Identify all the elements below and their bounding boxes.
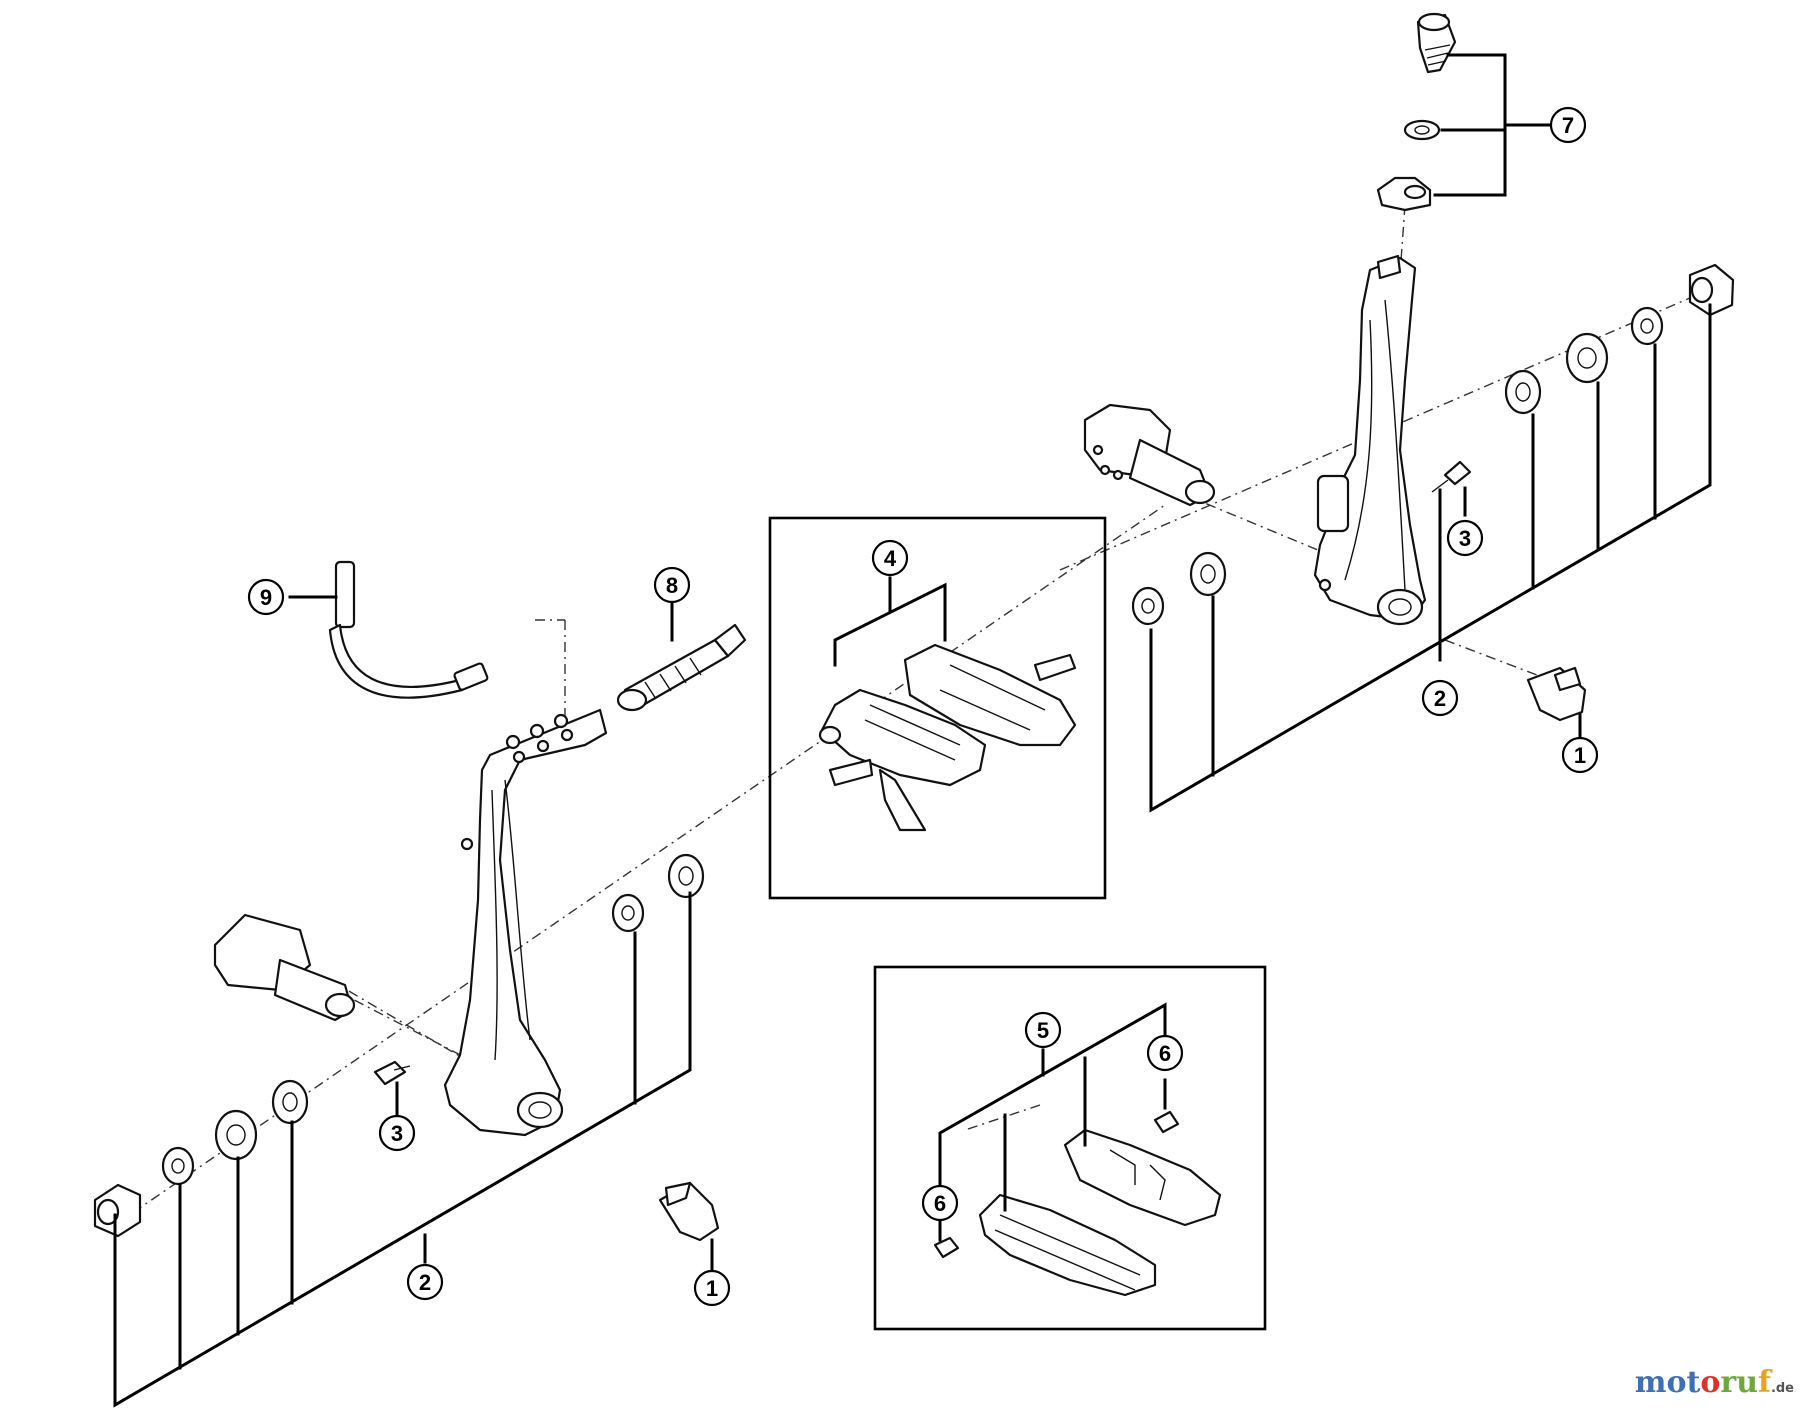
svg-text:9: 9 xyxy=(260,585,272,610)
svg-text:2: 2 xyxy=(1434,686,1446,711)
svg-text:2: 2 xyxy=(419,1270,431,1295)
callout-cart-5: 5 xyxy=(1024,1011,1062,1049)
left-cable-noodle xyxy=(328,560,489,699)
callout-right-3: 3 xyxy=(1446,519,1484,557)
svg-text:8: 8 xyxy=(666,573,678,598)
svg-text:6: 6 xyxy=(934,1191,946,1216)
svg-text:6: 6 xyxy=(1159,1041,1171,1066)
brake-pads xyxy=(818,643,1077,832)
callout-top-7: 7 xyxy=(1549,106,1587,144)
right-mount-boss xyxy=(1083,403,1216,507)
motoruf-logo: motoruf.de xyxy=(1634,1365,1794,1400)
left-leader-lines xyxy=(113,595,714,1408)
left-hardware xyxy=(93,853,720,1242)
pad-box xyxy=(768,516,1107,900)
right-leader-lines xyxy=(1149,53,1712,813)
svg-text:1: 1 xyxy=(1574,743,1586,768)
callout-spring-8: 8 xyxy=(653,566,691,604)
callout-pad-4: 4 xyxy=(871,539,909,577)
callout-left-2: 2 xyxy=(406,1263,444,1301)
svg-text:3: 3 xyxy=(1459,526,1471,551)
left-mount-boss xyxy=(213,913,356,1022)
callout-right-1: 1 xyxy=(1561,736,1599,774)
callout-left-1: 1 xyxy=(693,1269,731,1307)
callout-cart-6a: 6 xyxy=(921,1184,959,1222)
left-boot-spring xyxy=(616,623,747,712)
callout-cart-6b: 6 xyxy=(1146,1034,1184,1072)
left-brake-arm xyxy=(443,708,608,1137)
callout-right-2: 2 xyxy=(1421,679,1459,717)
svg-text:7: 7 xyxy=(1562,113,1574,138)
callout-left-3: 3 xyxy=(378,1114,416,1152)
right-hardware xyxy=(1131,263,1735,722)
svg-text:3: 3 xyxy=(391,1121,403,1146)
callout-noodle-9: 9 xyxy=(247,578,285,616)
svg-text:4: 4 xyxy=(884,546,897,571)
pad-leader-lines xyxy=(833,576,947,667)
svg-text:1: 1 xyxy=(706,1276,718,1301)
cartridge-box xyxy=(873,965,1267,1331)
cartridge-leader-lines xyxy=(938,1002,1167,1242)
right-brake-arm xyxy=(1313,254,1427,626)
right-top-bolt-stack xyxy=(1376,12,1457,212)
svg-text:5: 5 xyxy=(1037,1018,1049,1043)
cartridge-pads xyxy=(933,1110,1222,1297)
